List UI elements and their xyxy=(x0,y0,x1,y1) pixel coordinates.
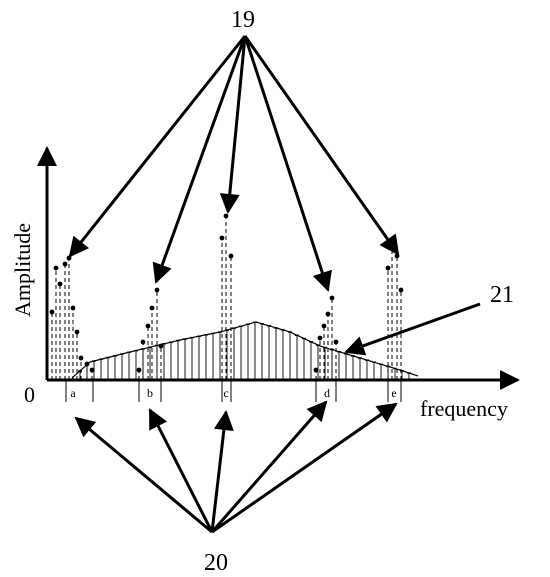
peak-dot xyxy=(158,343,164,349)
ref-21-label: 21 xyxy=(490,282,514,308)
peak-dot xyxy=(154,287,160,293)
arrow-20-1 xyxy=(148,408,214,533)
peak-dot xyxy=(57,281,63,287)
peak-dot xyxy=(313,367,319,373)
peak-group-c xyxy=(219,213,234,380)
arrow-19-0 xyxy=(68,35,247,258)
leader-arrows xyxy=(68,35,481,534)
band-label-a: a xyxy=(70,386,76,400)
peak-dot xyxy=(53,265,59,271)
arrow-19-1 xyxy=(152,35,247,284)
peak-dot xyxy=(49,309,55,315)
arrow-19-3 xyxy=(243,35,332,292)
arrow-19-4 xyxy=(243,35,400,256)
envelope-spectrum xyxy=(71,321,419,380)
peak-dot xyxy=(333,339,339,345)
peak-group-a xyxy=(49,255,95,380)
peak-dot xyxy=(149,305,155,311)
band-d: d xyxy=(315,380,337,402)
band-markers: a b c d e xyxy=(65,380,402,402)
band-label-e: e xyxy=(391,386,396,400)
peak-dot xyxy=(325,311,331,317)
arrow-19-2 xyxy=(219,35,247,214)
peak-dot xyxy=(223,213,229,219)
arrow-20-3 xyxy=(210,400,328,533)
peak-dot xyxy=(317,335,323,341)
arrow-21 xyxy=(344,302,481,356)
arrow-20-0 xyxy=(74,416,213,534)
ref-20-label: 20 xyxy=(204,550,228,576)
peak-dot xyxy=(329,295,335,301)
peak-groups xyxy=(49,213,404,380)
peak-dot xyxy=(62,261,68,267)
peak-group-b xyxy=(136,287,164,380)
band-a: a xyxy=(65,380,94,402)
arrow-20-4 xyxy=(211,402,398,534)
peak-dot xyxy=(136,367,142,373)
peak-dot xyxy=(145,323,151,329)
band-label-c: c xyxy=(223,386,228,400)
ref-19-label: 19 xyxy=(231,7,255,33)
peak-dot xyxy=(78,355,84,361)
peak-dot xyxy=(89,367,95,373)
peak-group-e xyxy=(385,245,404,380)
band-label-b: b xyxy=(147,386,153,400)
arrow-20-2 xyxy=(210,410,234,533)
peak-dot xyxy=(74,329,80,335)
peak-dot xyxy=(219,235,225,241)
band-e: e xyxy=(387,380,402,402)
band-label-d: d xyxy=(324,386,330,400)
peak-group-d xyxy=(313,295,339,380)
peak-dot xyxy=(84,361,90,367)
y-axis-label: Amplitude xyxy=(10,223,35,317)
peak-dot xyxy=(140,339,146,345)
peak-dot xyxy=(70,305,76,311)
peak-dot xyxy=(398,287,404,293)
x-axis-label: frequency xyxy=(420,396,508,421)
band-b: b xyxy=(138,380,162,402)
origin-label: 0 xyxy=(24,382,35,407)
peak-dot xyxy=(228,253,234,259)
peak-dot xyxy=(321,323,327,329)
band-c: c xyxy=(221,380,232,402)
envelope-outline xyxy=(71,321,419,379)
peak-dot xyxy=(385,265,391,271)
